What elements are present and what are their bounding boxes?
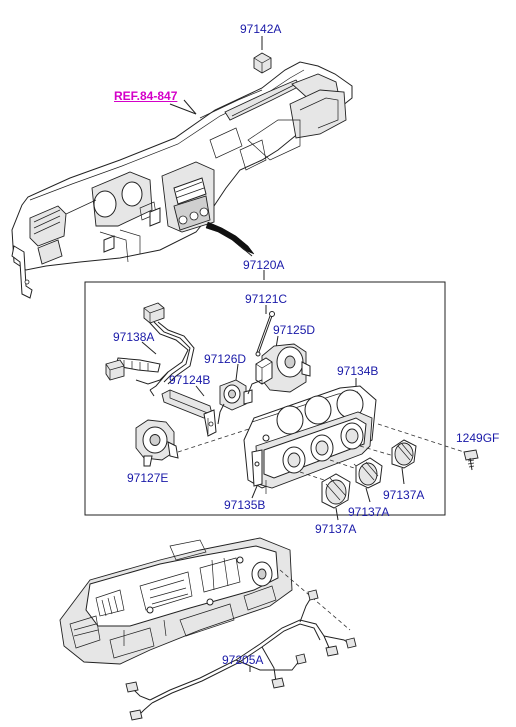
screw-part-1249GF [377,423,479,471]
wiring-harness-part-97205A [125,569,357,721]
harness-part-97138A [105,302,195,397]
part-label-97134B[interactable]: 97134B [337,364,379,378]
lever-part-97124B [161,385,217,437]
part-label-97127E[interactable]: 97127E [127,471,169,485]
part-label-97137A-middle[interactable]: 97137A [348,505,390,519]
part-label-97138A[interactable]: 97138A [113,330,155,344]
assembly-frame-97120A [84,270,446,516]
part-label-1249GF[interactable]: 1249GF [456,431,500,445]
dashboard-crash-pad [11,61,353,299]
knobs-part-97137A [299,439,417,521]
heater-unit-assembly [59,537,293,665]
part-label-97135B[interactable]: 97135B [224,498,266,512]
part-label-97121C[interactable]: 97121C [245,292,288,306]
reference-link-ref-84-847[interactable]: REF.84-847 [114,89,178,103]
part-label-97126D[interactable]: 97126D [204,352,247,366]
blower-switch-part-97127E [135,419,253,467]
cable-part-97121C [255,305,275,357]
actuator-part-97126D [217,363,253,425]
part-label-97125D[interactable]: 97125D [273,323,316,337]
switch-part-97142A [253,36,272,74]
face-panel-part-97135B [251,411,373,499]
part-label-97120A[interactable]: 97120A [243,258,285,272]
actuator-part-97125D [247,335,311,395]
part-label-97137A-top[interactable]: 97137A [383,488,425,502]
part-label-97124B[interactable]: 97124B [169,373,211,387]
part-label-97205A[interactable]: 97205A [222,653,264,667]
part-label-97137A-bottom[interactable]: 97137A [315,522,357,536]
part-label-97142A[interactable]: 97142A [240,22,282,36]
